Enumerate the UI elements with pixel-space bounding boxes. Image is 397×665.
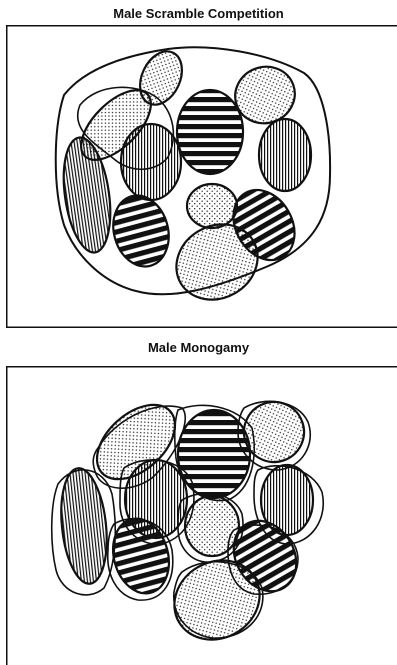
scramble-diagram <box>6 25 397 328</box>
vlines-blob-3 <box>259 119 311 191</box>
monogamy-diagram <box>6 366 397 665</box>
panel-scramble-competition <box>6 25 397 328</box>
stripes-blob-1 <box>177 90 243 174</box>
panel-monogamy <box>6 366 397 665</box>
vlines-blob-2 <box>121 124 181 200</box>
stipple-blob-4 <box>187 184 237 228</box>
panel-title-scramble: Male Scramble Competition <box>0 6 397 22</box>
panel-title-monogamy: Male Monogamy <box>0 340 397 356</box>
